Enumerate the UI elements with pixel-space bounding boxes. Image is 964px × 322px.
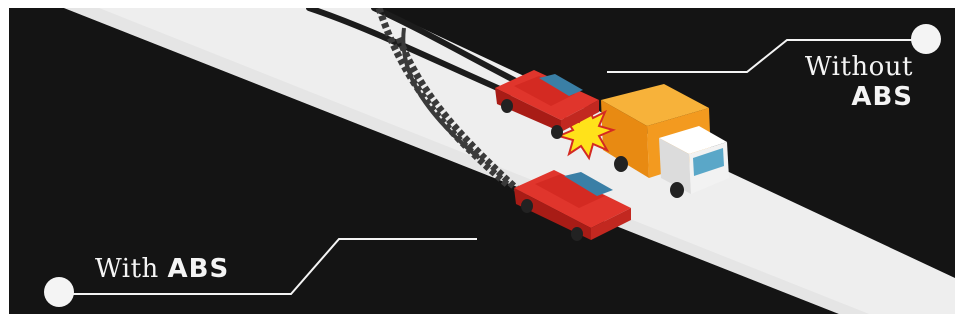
truck-wheel-front xyxy=(670,182,684,198)
without-abs-label-emphasis: ABS xyxy=(805,82,913,112)
callout-dot-icon xyxy=(44,277,74,307)
with-abs-label-emphasis: ABS xyxy=(168,254,230,284)
without-abs-label: Without ABS xyxy=(805,52,913,112)
callout-dot-icon xyxy=(911,24,941,54)
truck-wheel-back xyxy=(614,156,628,172)
with-abs-label: With ABS xyxy=(95,254,229,284)
road-scene: Without ABS With ABS xyxy=(9,8,955,314)
with-abs-label-prefix: With xyxy=(95,254,159,284)
without-abs-label-prefix: Without xyxy=(805,52,913,82)
